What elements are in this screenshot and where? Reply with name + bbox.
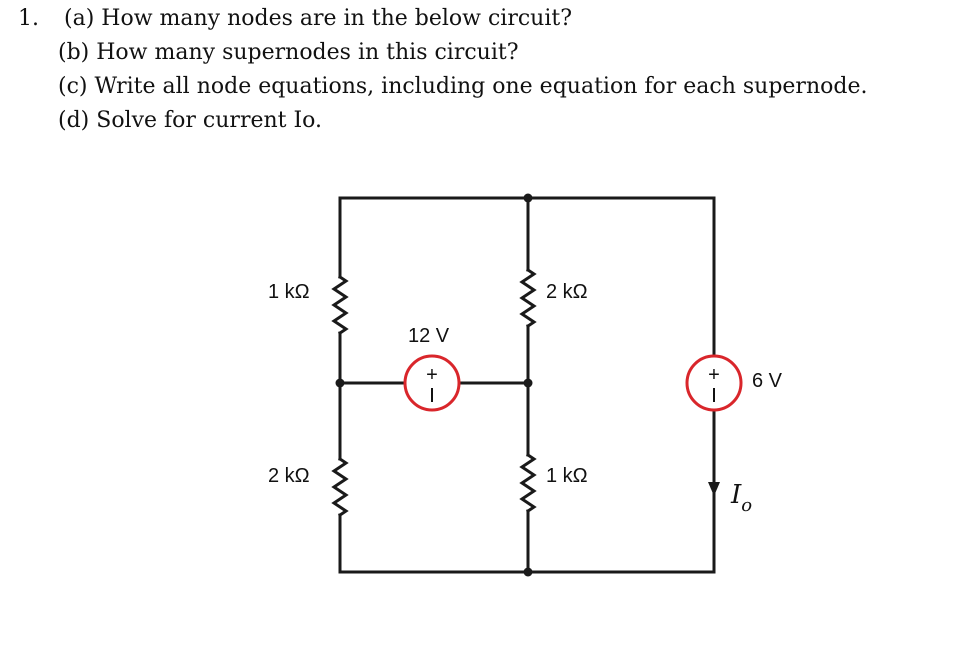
current-symbol: I [730,480,742,510]
label-current-io: Io [730,480,752,516]
question-part-d: (d) Solve for current Io. [58,108,323,133]
node-top [523,193,533,203]
label-r-mid-bottom: 1 kΩ [546,465,588,487]
voltage-source-6v [685,354,743,412]
resistor-mid-bottom [519,452,537,514]
question-part-b: (b) How many supernodes in this circuit? [58,40,519,65]
label-source-6v: 6 V [752,370,783,392]
label-source-12v: 12 V [408,325,450,347]
current-subscript: o [741,495,752,516]
resistor-mid-top [519,267,537,329]
resistor-left-top [331,274,349,336]
current-arrow-icon [708,482,720,496]
voltage-source-12v [403,354,461,412]
resistor-left-bottom [331,456,349,518]
source-12v-plus: + [426,364,438,386]
node-left [335,378,345,388]
source-6v-plus: + [708,364,720,386]
label-r-left-top: 1 kΩ [268,281,310,303]
label-r-left-bottom: 2 kΩ [268,465,310,487]
question-part-a: (a) How many nodes are in the below circ… [64,6,573,31]
problem-number: 1. [18,6,39,31]
question-part-c: (c) Write all node equations, including … [58,74,868,99]
node-bottom [523,567,533,577]
label-r-mid-top: 2 kΩ [546,281,588,303]
node-middle [523,378,533,388]
